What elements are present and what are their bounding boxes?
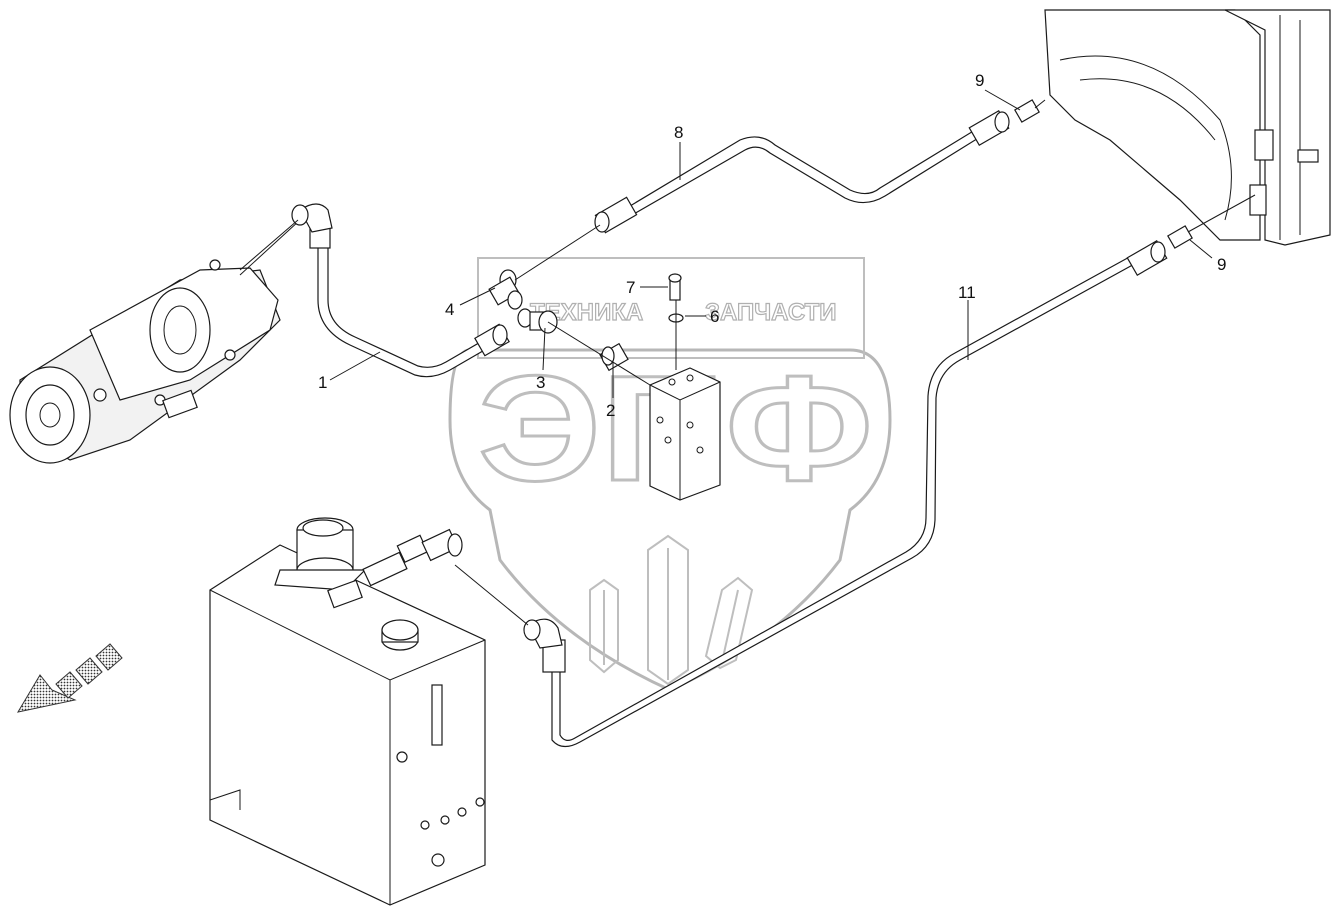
callout-7: 7 bbox=[626, 278, 635, 297]
oil-tank bbox=[209, 517, 486, 906]
callout-9-top: 9 bbox=[975, 71, 984, 90]
callout-9-right: 9 bbox=[1217, 255, 1226, 274]
pipe-1 bbox=[291, 203, 510, 378]
callout-4: 4 bbox=[445, 300, 454, 319]
watermark-text-right: ЗАПЧАСТИ bbox=[705, 299, 837, 326]
callout-1: 1 bbox=[318, 373, 327, 392]
callout-2: 2 bbox=[606, 401, 615, 420]
callout-3: 3 bbox=[536, 373, 545, 392]
pipe-8 bbox=[594, 99, 1040, 234]
leader-lines bbox=[239, 89, 1256, 626]
callout-8: 8 bbox=[674, 123, 683, 142]
hydraulic-pump bbox=[9, 219, 301, 464]
watermark-wheat-icon bbox=[589, 534, 754, 686]
oil-cooler bbox=[1044, 9, 1331, 246]
callout-6: 6 bbox=[710, 307, 719, 326]
pipe-11 bbox=[523, 225, 1193, 748]
watermark-frame bbox=[477, 257, 865, 359]
fittings-and-valve bbox=[488, 269, 721, 501]
callout-11: 11 bbox=[958, 283, 976, 302]
forward-direction-arrow-icon bbox=[16, 643, 123, 713]
